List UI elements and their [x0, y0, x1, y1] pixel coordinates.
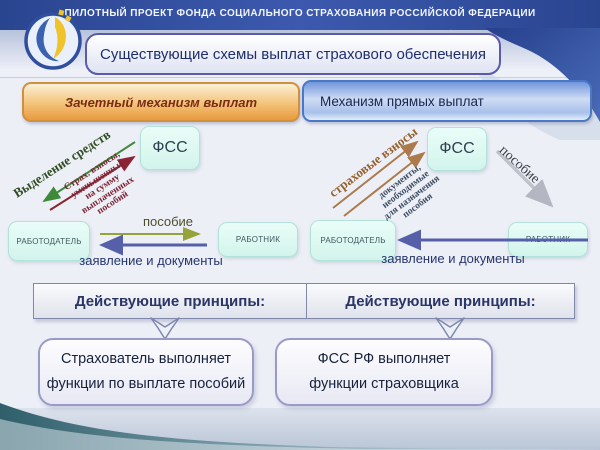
left-down-arrow-icon — [150, 317, 180, 340]
right-application-label: заявление и документы — [381, 251, 525, 266]
left-result-line: функции по выплате пособий — [46, 376, 246, 392]
right-employer-box: РАБОТОДАТЕЛЬ — [310, 220, 396, 261]
right-result-line: ФСС РФ выполняет — [317, 351, 451, 367]
right-fss-box: ФСС — [427, 127, 487, 171]
left-fss-box: ФСС — [140, 126, 200, 170]
right-scheme-header: Механизм прямых выплат — [302, 80, 592, 122]
footer-swoosh-decoration — [0, 403, 600, 450]
right-worker-label: РАБОТНИК — [525, 235, 571, 244]
left-principles-title: Действующие принципы: — [34, 284, 307, 318]
left-worker-box: РАБОТНИК — [218, 222, 298, 257]
right-result-box: ФСС РФ выполняет функции страховщика — [275, 338, 493, 406]
banner-title: ПИЛОТНЫЙ ПРОЕКТ ФОНДА СОЦИАЛЬНОГО СТРАХО… — [64, 8, 536, 19]
header-band: ПИЛОТНЫЙ ПРОЕКТ ФОНДА СОЦИАЛЬНОГО СТРАХО… — [0, 0, 600, 30]
slide-title-box: Существующие схемы выплат страхового обе… — [85, 33, 501, 75]
principles-bar: Действующие принципы: Действующие принци… — [33, 283, 575, 319]
right-employer-label: РАБОТОДАТЕЛЬ — [320, 236, 386, 245]
left-benefit-label: пособие — [142, 214, 194, 229]
left-employer-box: РАБОТОДАТЕЛЬ — [8, 221, 90, 261]
right-result-line: функции страховщика — [309, 376, 459, 392]
right-benefit-label: пособие — [495, 143, 543, 187]
left-scheme-header-label: Зачетный механизм выплат — [64, 94, 258, 110]
left-result-box: Страхователь выполняет функции по выплат… — [38, 338, 254, 406]
left-fss-label: ФСС — [152, 139, 188, 156]
right-principles-title: Действующие принципы: — [345, 292, 536, 310]
left-application-label: заявление и документы — [79, 253, 223, 268]
right-down-arrow-icon — [435, 317, 465, 340]
slide-title: Существующие схемы выплат страхового обе… — [100, 45, 486, 63]
left-result-line: Страхователь выполняет — [60, 351, 232, 367]
right-scheme-header-label: Механизм прямых выплат — [320, 93, 484, 109]
left-employer-label: РАБОТОДАТЕЛЬ — [16, 236, 82, 246]
right-fss-label: ФСС — [439, 140, 475, 157]
left-scheme-header: Зачетный механизм выплат — [22, 82, 300, 122]
left-worker-label: РАБОТНИК — [235, 235, 281, 244]
fss-logo-icon — [24, 9, 82, 70]
